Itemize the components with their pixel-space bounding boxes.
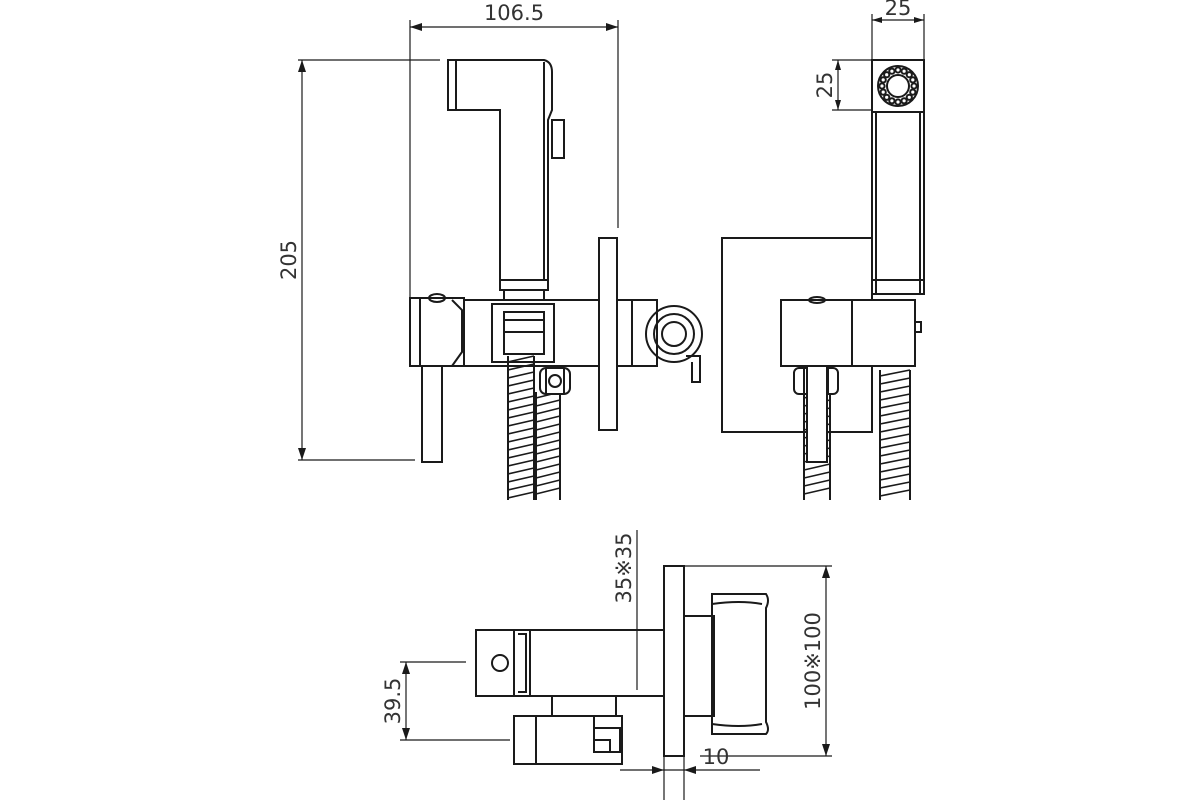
dimension-head-width-25: 25 — [871, 0, 925, 60]
hose-left — [507, 355, 535, 500]
hose-right — [535, 391, 561, 500]
spray-hole — [883, 71, 891, 79]
spray-hole — [905, 71, 913, 79]
dim-label-head-height: 25 — [813, 72, 837, 99]
valve-knob-view — [616, 299, 703, 383]
hose-side-right — [879, 369, 911, 500]
dimension-head-height-25: 25 — [813, 59, 872, 111]
dim-label-106-5: 106.5 — [484, 1, 544, 25]
spray-hole — [894, 66, 902, 74]
dim-label-head-width: 25 — [885, 0, 912, 20]
dim-label-100x100: 100※100 — [801, 612, 825, 710]
dimension-plate-top: 35※35 — [612, 530, 638, 690]
holder-top — [513, 696, 623, 765]
spray-head — [447, 59, 565, 300]
spray-hole — [883, 93, 891, 101]
spray-hole — [900, 97, 908, 105]
wall-plate-top — [663, 565, 685, 757]
dim-label-205: 205 — [277, 240, 301, 280]
spray-hole — [888, 97, 896, 105]
dimension-width-106-5: 106.5 — [409, 1, 619, 298]
spray-hole — [905, 93, 913, 101]
spray-hole — [879, 88, 887, 96]
dimension-height-205: 205 — [277, 59, 440, 461]
dim-label-35x35: 35※35 — [612, 532, 636, 603]
mixer-body-side — [780, 296, 922, 463]
spray-hole — [894, 98, 902, 106]
dimension-thickness-10: 10 — [620, 740, 760, 800]
wall-plate-side — [598, 237, 618, 431]
spray-hole — [888, 67, 896, 75]
spray-hole — [900, 67, 908, 75]
spray-hole — [879, 76, 887, 84]
spray-hole — [909, 88, 917, 96]
hose-side-left — [793, 365, 839, 500]
spray-face — [871, 59, 925, 113]
dimension-plate-front: 100※100 — [684, 565, 832, 757]
dim-label-10: 10 — [703, 745, 730, 769]
valve-body-top — [475, 629, 665, 697]
spray-hole — [910, 82, 918, 90]
hose-nut — [539, 367, 571, 395]
dim-label-39-5: 39.5 — [381, 678, 405, 725]
concealed-box — [683, 593, 769, 735]
top-view: 35※35 100※100 39.5 10 — [381, 530, 832, 800]
front-view: 106.5 205 — [277, 1, 619, 500]
dimension-offset-39-5: 39.5 — [381, 661, 510, 741]
side-view: 25 25 — [721, 0, 925, 500]
spray-hole — [878, 82, 886, 90]
spray-hole — [909, 76, 917, 84]
handle-side — [871, 111, 925, 295]
